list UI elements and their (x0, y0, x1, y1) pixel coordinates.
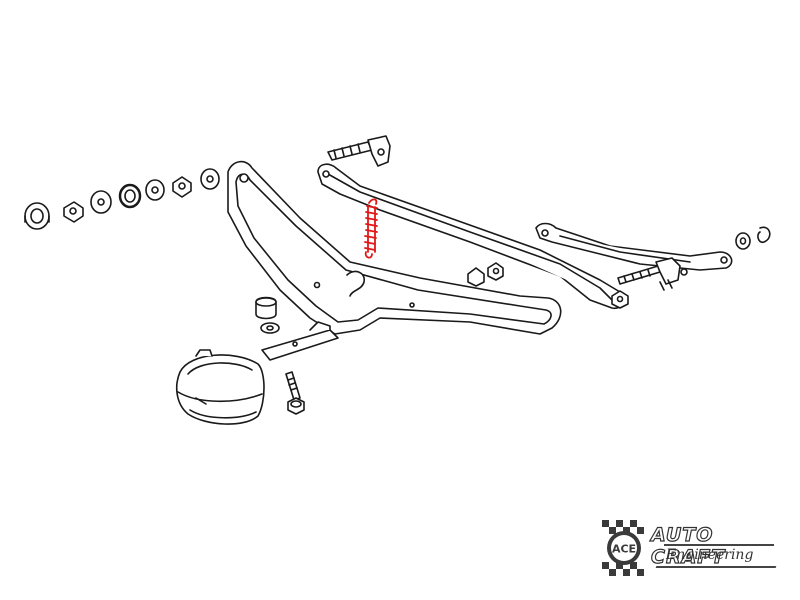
pivot-bolt (327, 135, 391, 167)
lock-washer (757, 226, 771, 244)
auto-craft-logo: ACE AUTO CRAFT Engineering (596, 514, 786, 584)
logo-underline (655, 566, 777, 568)
cup-washer (735, 232, 751, 250)
mounting-plate (227, 160, 562, 335)
hex-nut (172, 176, 192, 198)
rubber-grommet (255, 296, 277, 320)
logo-subtitle: Engineering (666, 547, 754, 563)
cup-washer (260, 322, 280, 334)
hex-bolt (285, 371, 305, 415)
flat-washer (90, 190, 112, 214)
rubber-bushing (118, 183, 142, 209)
logo-divider (664, 544, 774, 546)
hex-nut (467, 262, 504, 287)
ball-joint-stud (617, 257, 688, 291)
nut (611, 290, 629, 309)
flat-washer (145, 179, 165, 201)
cover-box (175, 349, 265, 425)
logo-title: AUTO CRAFT (650, 523, 726, 568)
logo-badge-text: ACE (612, 543, 636, 556)
nut (63, 201, 84, 223)
spacer-sleeve (24, 202, 50, 230)
mounting-strap (261, 321, 339, 361)
tension-spring (364, 198, 378, 259)
lock-washer (200, 168, 220, 190)
checkered-flag-icon: ACE (602, 520, 644, 576)
